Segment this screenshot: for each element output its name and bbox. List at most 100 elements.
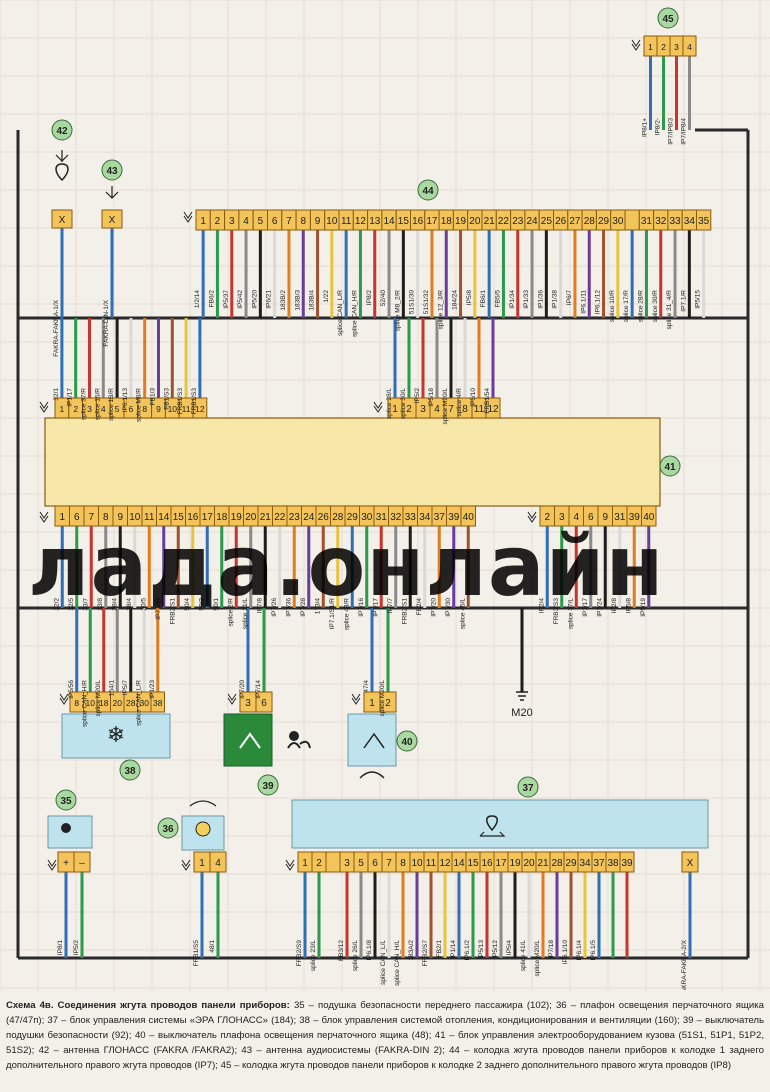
connector-38-wire-label: 154/1: [108, 680, 115, 697]
connector-44-pin: [696, 209, 712, 231]
connector-39-arrow: [227, 693, 237, 705]
badge-37: [517, 776, 539, 798]
connector-41-top-right-wire-label: IP5/10: [470, 388, 477, 407]
connector-43-wire-label: FAKRA-DIN-1/X: [103, 299, 110, 346]
connector-41-top-right-wire-label: splice 4/R: [456, 388, 463, 417]
connector-41-top-left-pin-label: 6: [129, 404, 134, 414]
connector-41-bottom-left-pin-label: 14: [158, 512, 170, 523]
connector-37-x-pin-label: X: [687, 858, 694, 869]
connector-37-wire-label: FRB2/S7: [422, 940, 429, 967]
connector-41-top-left-wire-label: splice 1B/R: [108, 388, 115, 421]
connector-41-bottom-left-wire-label: 32/2: [53, 598, 60, 611]
connector-41-bottom-left-pin-label: 11: [144, 512, 155, 523]
connector-45-pin-label: 3: [674, 42, 679, 52]
connector-44-pin-label: 20: [469, 216, 481, 227]
connector-41-bottom-left-pin-label: 10: [129, 512, 141, 523]
connector-37-wire-label: IP6.1/10: [562, 940, 569, 965]
connector-41-top-right-pin: [485, 397, 501, 419]
connector-37-wire-label: splice 23/L: [310, 940, 317, 971]
connector-38-pin-label: 30: [140, 698, 150, 708]
connector-37-wire-label: 183A/2: [408, 940, 415, 961]
connector-37-pin-label: 10: [411, 858, 423, 869]
connector-37-pin-label: 28: [551, 858, 563, 869]
badge-40-label: 40: [401, 737, 413, 748]
connector-41-top-left-pin-label: 11: [182, 404, 191, 414]
connector-41-bottom-left-pin-label: 20: [245, 512, 257, 523]
connector-35-wire-label: IP8/1: [57, 940, 64, 956]
connector-41-bottom-left-pin-label: 24: [303, 512, 315, 523]
connector-41-bottom-right-pin-label: 2: [544, 512, 550, 523]
connector-37-pin-label: 3: [344, 858, 350, 869]
connector-41-top-left-wire-label: FB1/3: [150, 388, 157, 406]
connector-41-top-left-pin: [192, 397, 208, 419]
connector-41-bottom-right-wire-label: splice 37/L: [567, 598, 574, 629]
connector-44-wire-label: IP1/34: [509, 290, 516, 309]
antenna-icon-42: [55, 150, 69, 162]
connector-41-bottom-left-pin-label: 7: [88, 512, 94, 523]
connector-36-arrow: [181, 859, 191, 871]
connector-45-wire-label: IP8/1+: [642, 118, 649, 137]
connector-41-bottom-left-wire-label: IP7/20: [430, 598, 437, 617]
badge-41-label: 41: [664, 462, 676, 473]
ground-label: M20: [511, 707, 532, 719]
connector-41-bottom-right-wire-label: IP5/19: [640, 598, 647, 617]
connector-44-wire-label: FB6/1: [480, 290, 487, 308]
connector-41-bottom-left-pin-label: 15: [173, 512, 185, 523]
connector-44-wire-label: splice 28/R: [637, 290, 644, 322]
connector-44-pin: [624, 209, 640, 231]
lamp-glow-icon-36: [189, 800, 217, 807]
connector-41-bottom-left-wire-label: IP7/8: [256, 598, 263, 614]
connector-37-wire-label: IP5/13: [478, 940, 485, 959]
badge-38-label: 38: [124, 766, 136, 777]
connector-44-pin-label: 29: [598, 216, 610, 227]
connector-35-arrow: [47, 859, 57, 871]
connector-44-wire-label: 1/22: [323, 290, 330, 303]
connector-45-pin-label: 1: [648, 42, 653, 52]
connector-44-pin-label: 7: [286, 216, 292, 227]
connector-44-wire-label: 1/2/14: [194, 290, 201, 308]
connector-40-wire-label: splice M20/L: [379, 680, 386, 717]
connector-37-arrow: [285, 859, 295, 871]
connector-44-pin-label: 18: [441, 216, 453, 227]
connector-41-top-left-pin-label: 9: [156, 404, 161, 414]
connector-44-wire-label: splice M8_2/R: [394, 290, 401, 331]
connector-41-bottom-left-arrow: [39, 511, 49, 523]
gps-pin-icon: [55, 163, 69, 182]
connector-42-wire-label: FAKRA-FAKRA-1/X: [53, 299, 60, 356]
connector-37-wire-label: FB2/1: [436, 940, 443, 958]
badge-41: [659, 455, 681, 477]
connector-41-bottom-left-pin-label: 29: [347, 512, 359, 523]
connector-37-pin-label: 14: [453, 858, 465, 869]
connector-37-pin-label: 5: [358, 858, 364, 869]
connector-40-arrow: [351, 693, 361, 705]
connector-41-bottom-left-wire-label: splice 31/L: [242, 598, 249, 629]
connector-41-top-left-wire-label: FB1/S3: [163, 388, 170, 410]
connector-43-pin: [101, 209, 123, 229]
connector-44-pin-label: 24: [526, 216, 538, 227]
connector-44-wire-label: splice 31_4/R: [666, 290, 673, 330]
connector-41-top-right-pin-label: 8: [462, 404, 468, 415]
connector-44-wire-label: splice 10/R: [609, 290, 616, 322]
connector-41-bottom-left-pin-label: 39: [448, 512, 460, 523]
connector-41-top-left-wire-label: 32/1: [53, 388, 60, 401]
connector-44-wire-label: 183B/3: [294, 290, 301, 311]
connector-37-pin-label: 37: [593, 858, 605, 869]
connector-44-pin-label: 14: [383, 216, 395, 227]
connector-37-wire-label: IP6.1/5: [590, 940, 597, 961]
connector-44-pin-label: 22: [498, 216, 510, 227]
connector-41-bottom-left-pin-label: 21: [260, 512, 272, 523]
connector-41-bottom-right-wire-label: IP2/8: [611, 598, 618, 614]
airbag-person-icon-39: [289, 731, 299, 741]
connector-42-pin: [51, 209, 73, 229]
connector-37-wire-label: IP5/4: [506, 940, 513, 956]
airbag-switch-39: [223, 713, 273, 767]
connector-37-wire-label: IP1/14: [450, 940, 457, 959]
connector-41-bottom-left-pin-label: 40: [463, 512, 475, 523]
connector-44-wire-label: IP1/38: [552, 290, 559, 309]
connector-41-top-right-pin-label: 12: [487, 404, 499, 415]
connector-45-wire-label: IP7/IP8/3: [668, 118, 675, 145]
connector-44-wire-label: IP5/37: [223, 290, 230, 309]
snowflake-icon: ❄: [107, 722, 125, 747]
connector-41-bottom-left-wire-label: splice 43/R: [343, 598, 350, 630]
connector-44-pin-label: 30: [612, 216, 624, 227]
